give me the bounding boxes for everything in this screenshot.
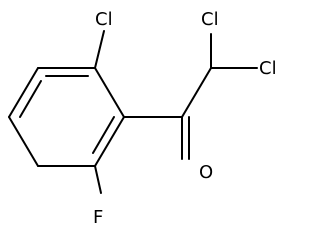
molecule-structure: Cl Cl Cl O F: [8, 9, 277, 228]
atom-label-cl-alpha-1: Cl: [201, 9, 219, 30]
benzene-ring: [8, 67, 125, 167]
structure-canvas: Cl Cl Cl O F: [8, 9, 277, 228]
ring-bond-bottom-right: [94, 116, 125, 167]
atom-label-oxygen: O: [199, 162, 213, 183]
atom-label-cl-ring: Cl: [95, 9, 113, 30]
atom-label-cl-alpha-2: Cl: [259, 58, 277, 79]
ring-inner-double-left: [19, 80, 42, 118]
bond-ring-to-cl: [94, 30, 105, 69]
bond-ring-to-f: [94, 165, 102, 194]
bond-carbonyl-to-alpha: [181, 67, 212, 118]
ring-bond-top-left: [8, 67, 39, 118]
ring-inner-double-right: [92, 116, 115, 154]
ring-bond-bottom-left: [8, 116, 39, 167]
ring-bond-top-right: [94, 67, 125, 118]
atom-label-fluorine: F: [93, 207, 103, 228]
